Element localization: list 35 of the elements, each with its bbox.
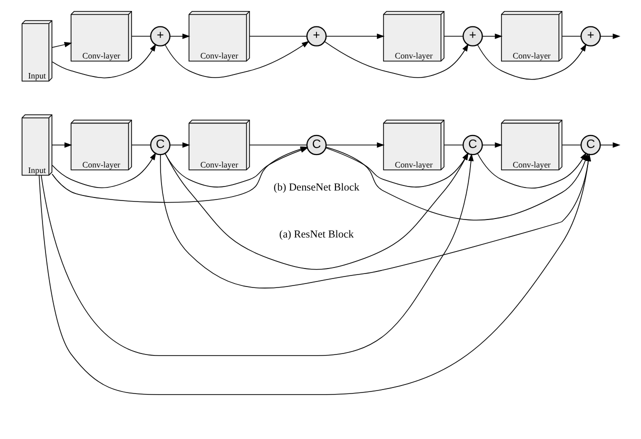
connector bbox=[130, 144, 151, 146]
node-circle: + bbox=[580, 26, 600, 46]
arrow bbox=[51, 152, 156, 188]
connector bbox=[561, 36, 581, 37]
arrow bbox=[169, 142, 190, 148]
arrow bbox=[476, 44, 586, 80]
connector bbox=[561, 144, 581, 146]
node-circle: C bbox=[462, 134, 482, 156]
node-circle: + bbox=[150, 26, 170, 46]
label: (a) ResNet Block bbox=[278, 228, 354, 240]
node-circle: C bbox=[150, 134, 170, 156]
arrow bbox=[482, 142, 502, 148]
node-circle: C bbox=[306, 134, 326, 156]
arrow bbox=[325, 34, 384, 39]
node-circle: + bbox=[462, 26, 482, 46]
arrow bbox=[599, 142, 620, 148]
connector bbox=[248, 144, 307, 146]
arrow bbox=[476, 152, 586, 189]
arrow bbox=[482, 34, 502, 39]
connector bbox=[248, 36, 307, 37]
arrow bbox=[51, 142, 72, 148]
connector bbox=[443, 144, 463, 146]
arrow bbox=[599, 34, 620, 39]
arrow bbox=[325, 142, 384, 148]
node-circle: C bbox=[580, 134, 600, 156]
arrow bbox=[164, 40, 309, 78]
arrow bbox=[164, 148, 308, 188]
label: (b) DenseNet Block bbox=[273, 182, 359, 194]
arrow bbox=[169, 34, 190, 39]
arrow bbox=[51, 44, 156, 78]
connector bbox=[130, 36, 151, 37]
arrow bbox=[324, 41, 468, 78]
node-circle: + bbox=[306, 26, 326, 46]
arrow bbox=[51, 42, 72, 48]
connector bbox=[443, 36, 463, 37]
